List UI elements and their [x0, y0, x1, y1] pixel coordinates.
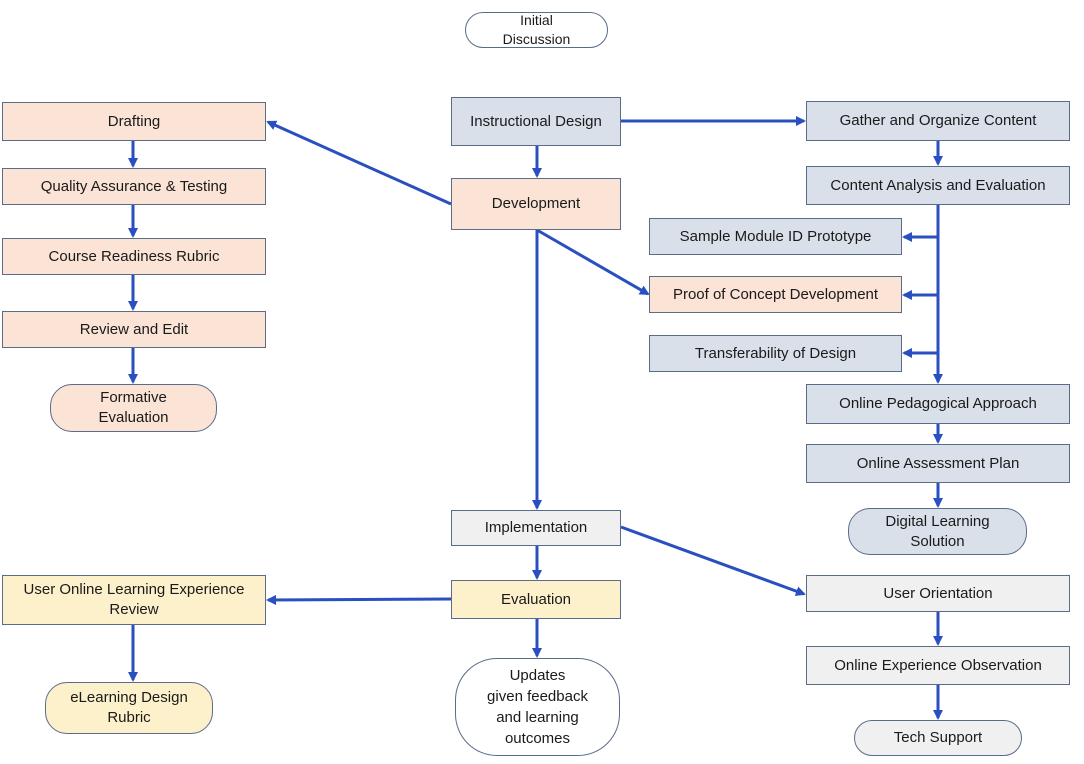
node-online-pedagogical: Online Pedagogical Approach	[806, 384, 1070, 424]
node-label: Initial Discussion	[502, 12, 571, 47]
node-proof-of-concept: Proof of Concept Development	[649, 276, 902, 313]
node-user-experience-review: User Online Learning Experience Review	[2, 575, 266, 625]
node-label: Review and Edit	[79, 320, 189, 338]
node-online-assessment: Online Assessment Plan	[806, 444, 1070, 483]
node-label: Quality Assurance & Testing	[40, 177, 228, 195]
node-label: Drafting	[107, 112, 161, 130]
arrow-evaluation-to-review	[266, 594, 452, 605]
node-tech-support: Tech Support	[854, 720, 1022, 756]
node-development: Development	[451, 178, 621, 230]
node-label: Online Experience Observation	[834, 656, 1042, 674]
node-quality-assurance: Quality Assurance & Testing	[2, 168, 266, 205]
node-transferability: Transferability of Design	[649, 335, 902, 372]
node-initial-discussion: Initial Discussion	[465, 12, 608, 48]
node-formative-evaluation: Formative Evaluation	[50, 384, 217, 432]
node-label: Evaluation	[500, 590, 572, 608]
node-gather-content: Gather and Organize Content	[806, 101, 1070, 141]
node-content-analysis: Content Analysis and Evaluation	[806, 166, 1070, 205]
node-review-edit: Review and Edit	[2, 311, 266, 348]
node-user-orientation: User Orientation	[806, 575, 1070, 612]
node-evaluation: Evaluation	[451, 580, 621, 619]
node-sample-module: Sample Module ID Prototype	[649, 218, 902, 255]
node-label: User Orientation	[883, 584, 993, 602]
node-course-readiness: Course Readiness Rubric	[2, 238, 266, 275]
node-label: Course Readiness Rubric	[48, 247, 220, 265]
node-label: Gather and Organize Content	[839, 112, 1037, 129]
node-label: Online Assessment Plan	[856, 454, 1020, 472]
arrow-development-to-drafting	[266, 120, 452, 206]
node-label: Sample Module ID Prototype	[679, 227, 872, 245]
node-instructional-design: Instructional Design	[451, 97, 621, 146]
node-label: Digital Learning Solution	[885, 512, 990, 550]
arrow-implementation-to-user-orientation	[620, 525, 806, 596]
node-label: Development	[491, 195, 581, 212]
node-label: Tech Support	[893, 729, 983, 746]
node-implementation: Implementation	[451, 510, 621, 546]
node-elearning-rubric: eLearning Design Rubric	[45, 682, 213, 734]
node-label: eLearning Design Rubric	[70, 689, 188, 726]
node-label: Transferability of Design	[694, 344, 857, 362]
node-drafting: Drafting	[2, 102, 266, 141]
node-label: Instructional Design	[470, 112, 602, 130]
node-digital-learning: Digital Learning Solution	[848, 508, 1027, 555]
node-online-observation: Online Experience Observation	[806, 646, 1070, 685]
arrow-development-to-proof	[536, 228, 650, 296]
node-label: Updates given feedback and learning outc…	[487, 667, 588, 747]
node-label: Implementation	[484, 519, 588, 536]
node-label: Proof of Concept Development	[672, 285, 879, 303]
node-label: Formative Evaluation	[98, 389, 169, 426]
node-label: User Online Learning Experience Review	[23, 581, 245, 618]
node-updates: Updates given feedback and learning outc…	[455, 658, 620, 756]
node-label: Content Analysis and Evaluation	[830, 176, 1046, 194]
node-label: Online Pedagogical Approach	[839, 395, 1037, 412]
